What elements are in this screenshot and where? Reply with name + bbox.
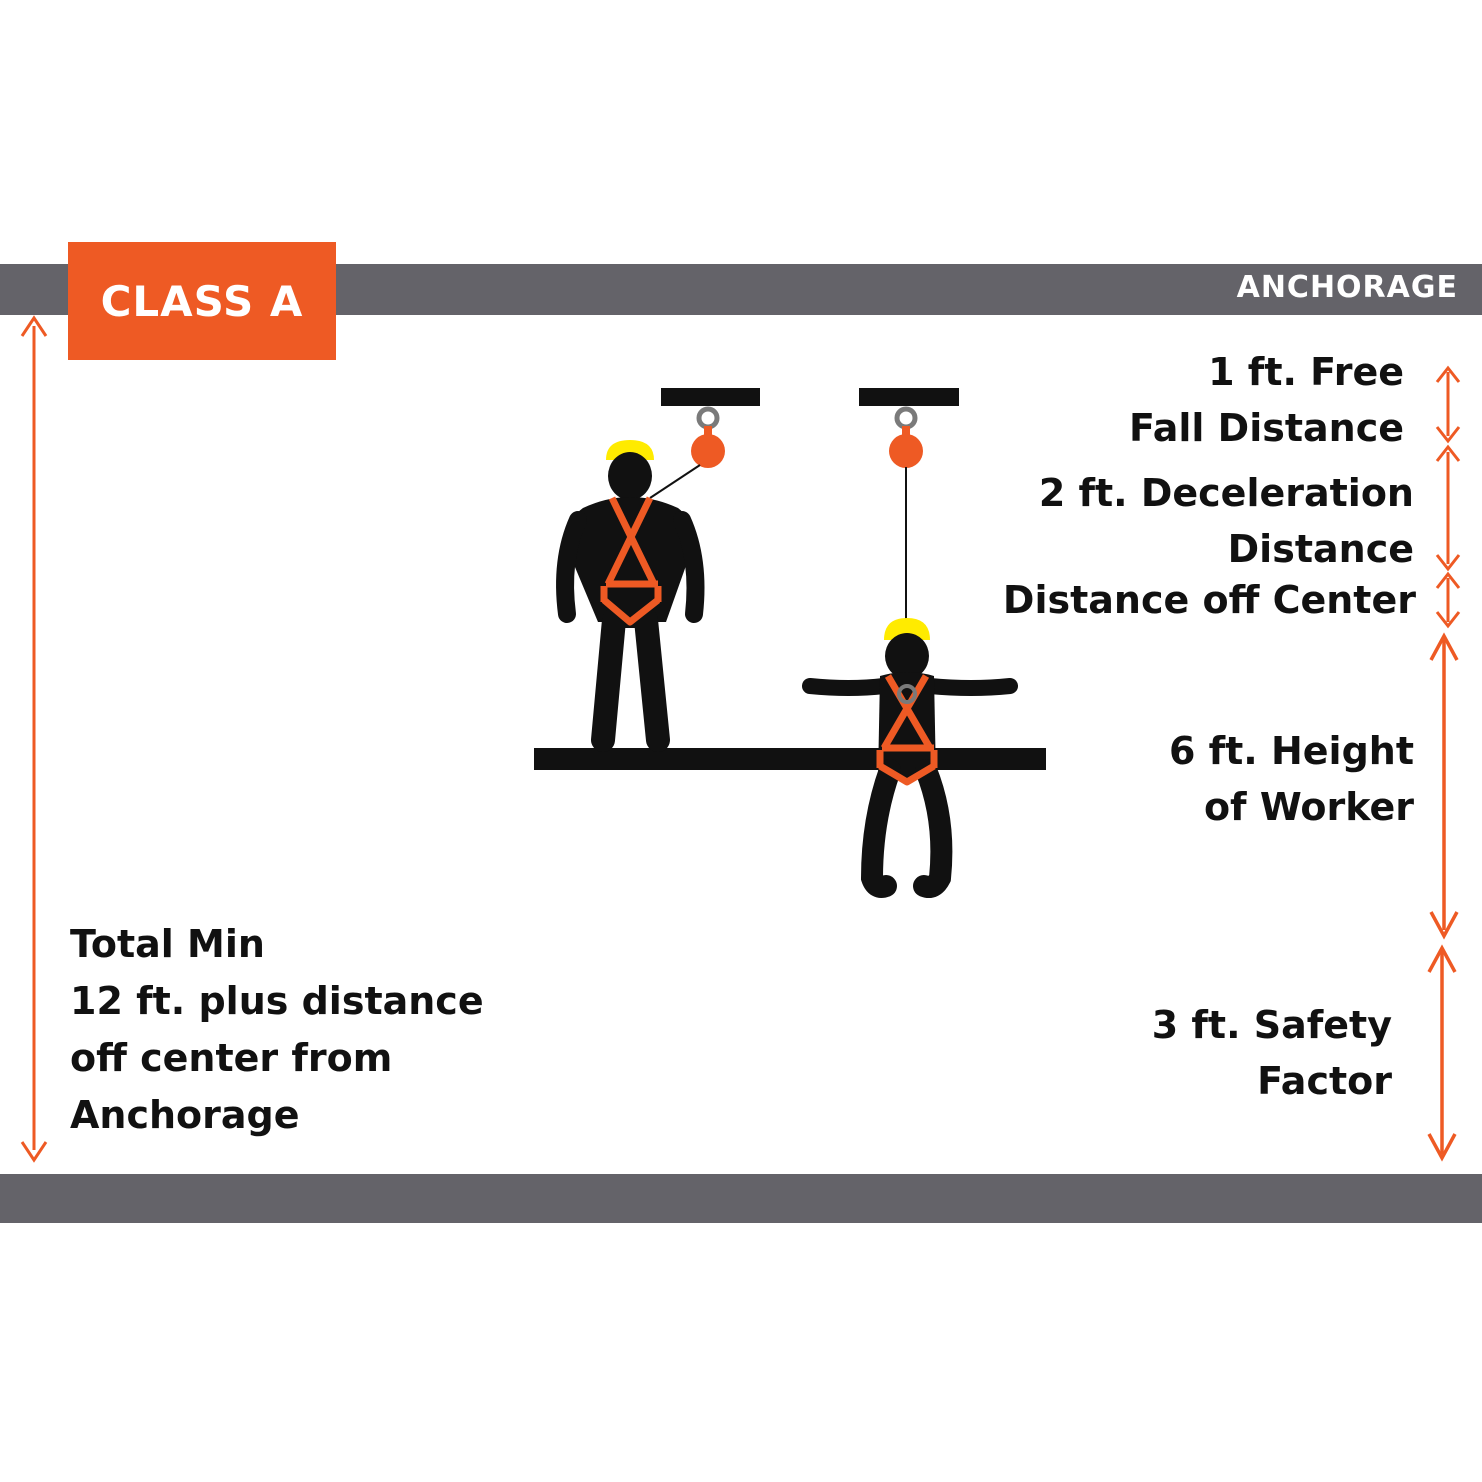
deceleration-arrow-icon: [1435, 444, 1461, 572]
worker-fallen-icon: [802, 618, 1018, 898]
dorsal-d-ring-icon: [897, 684, 917, 704]
free-fall-line-1: 1 ft. Free: [1208, 350, 1404, 394]
anchor-beam-right: [859, 388, 959, 406]
srl-unit-left-icon: [649, 406, 725, 499]
worker-standing-icon: [556, 440, 705, 752]
deceleration-label: 2 ft. Deceleration Distance: [1039, 465, 1414, 577]
off-center-label: Distance off Center: [1003, 572, 1416, 628]
free-fall-line-2: Fall Distance: [1129, 406, 1404, 450]
total-line-1: Total Min: [70, 922, 265, 966]
safety-factor-label: 3 ft. Safety Factor: [1152, 997, 1392, 1109]
worker-height-line-1: 6 ft. Height: [1168, 729, 1414, 773]
free-fall-arrow-icon: [1435, 365, 1461, 444]
safety-factor-line-1: 3 ft. Safety: [1151, 1003, 1392, 1047]
deceleration-line-1: 2 ft. Deceleration: [1038, 471, 1414, 515]
off-center-line-1: Distance off Center: [1002, 578, 1416, 622]
class-badge-label: CLASS A: [100, 276, 304, 326]
anchor-beam-left: [661, 388, 760, 406]
work-platform: [534, 748, 1046, 770]
safety-factor-arrow-icon: [1427, 944, 1457, 1162]
total-clearance-label: Total Min 12 ft. plus distance off cente…: [70, 916, 484, 1144]
total-line-4: Anchorage: [70, 1093, 300, 1137]
total-line-3: off center from: [70, 1036, 393, 1080]
off-center-arrow-icon: [1435, 571, 1461, 629]
ground-bar: [0, 1174, 1482, 1223]
free-fall-label: 1 ft. Free Fall Distance: [1129, 344, 1404, 456]
worker-height-label: 6 ft. Height of Worker: [1169, 723, 1414, 835]
deceleration-line-2: Distance: [1227, 527, 1414, 571]
total-clearance-arrow-icon: [20, 315, 48, 1163]
worker-height-arrow-icon: [1429, 632, 1459, 940]
class-badge: CLASS A: [68, 242, 336, 360]
safety-factor-line-2: Factor: [1257, 1059, 1392, 1103]
anchorage-label: ANCHORAGE: [1236, 270, 1458, 305]
worker-height-line-2: of Worker: [1203, 785, 1414, 829]
total-line-2: 12 ft. plus distance: [70, 979, 484, 1023]
